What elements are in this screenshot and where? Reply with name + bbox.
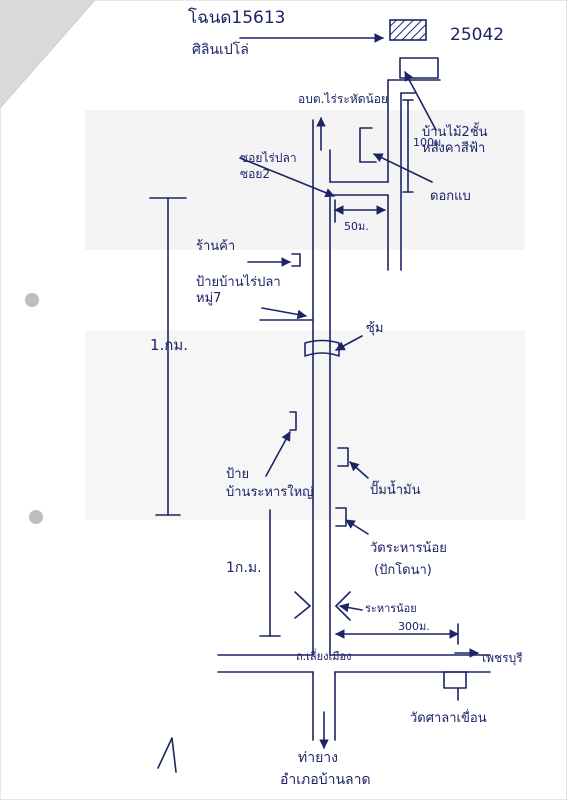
label-temple-2: (ปักโดนา) xyxy=(374,562,432,578)
label-village-1: ป้ายบ้านไร่ปลา xyxy=(196,274,281,290)
label-tree: ดอกแบ xyxy=(430,189,471,204)
label-shop: ร้านค้า xyxy=(196,239,235,254)
label-to-right: เพชรบุรี xyxy=(482,651,523,666)
punch-hole-icon xyxy=(25,293,39,307)
label-house-2: หลังคาสีฟ้า xyxy=(422,140,485,156)
temple-flag xyxy=(335,507,347,527)
target-plot xyxy=(389,19,427,41)
north-arrow-icon xyxy=(157,737,177,773)
label-soi-2: ซอย2 xyxy=(240,167,270,181)
label-dist-100: 100ม. xyxy=(413,136,445,149)
label-dist-50: 50ม. xyxy=(344,220,369,233)
label-intersection: ระหารน้อย xyxy=(365,602,417,615)
scan-shadow xyxy=(85,330,525,520)
case-number: โฉนด15613 xyxy=(188,7,285,28)
gas-flag xyxy=(337,447,349,467)
sign2-flag xyxy=(289,411,297,431)
intersection-marks xyxy=(294,591,351,621)
label-south-1: ท่ายาง xyxy=(298,750,338,766)
label-culvert: ซุ้ม xyxy=(366,321,383,336)
tree-marker xyxy=(359,127,377,163)
label-sign2-2: บ้านระหารใหญ่ xyxy=(226,484,313,500)
label-south-2: อำเภอบ้านลาด xyxy=(280,772,371,788)
label-road: ถ.เลี่ยงเมือง xyxy=(296,648,351,663)
label-temple-1: วัดระหารน้อย xyxy=(370,541,447,556)
owner-name: ศิลินเปโล่ xyxy=(192,41,249,58)
temple2-box xyxy=(443,671,467,689)
label-dist-300: 300ม. xyxy=(398,620,430,633)
label-soi-1: ซอยไร่ปลา xyxy=(240,151,297,165)
label-house-1: บ้านไม้2ชั้น xyxy=(422,122,488,140)
label-village-2: หมู่7 xyxy=(196,291,221,306)
scan-shadow xyxy=(85,110,525,250)
label-gas: ปั๊มน้ำมัน xyxy=(370,480,421,498)
label-sign2-1: ป้าย xyxy=(226,467,249,482)
label-dist-1km-a: 1.กม. xyxy=(150,336,188,354)
ref-number: 25042 xyxy=(450,25,504,45)
culvert-mark xyxy=(304,339,340,357)
punch-hole-icon xyxy=(29,510,43,524)
label-temple2: วัดศาลาเขื่อน xyxy=(410,709,487,726)
label-dist-1km-b: 1ก.ม. xyxy=(226,560,262,576)
shop-flag xyxy=(291,253,301,267)
house-box xyxy=(399,57,439,79)
label-obt: อบต.ไร่ระหัดน้อย xyxy=(298,92,388,106)
